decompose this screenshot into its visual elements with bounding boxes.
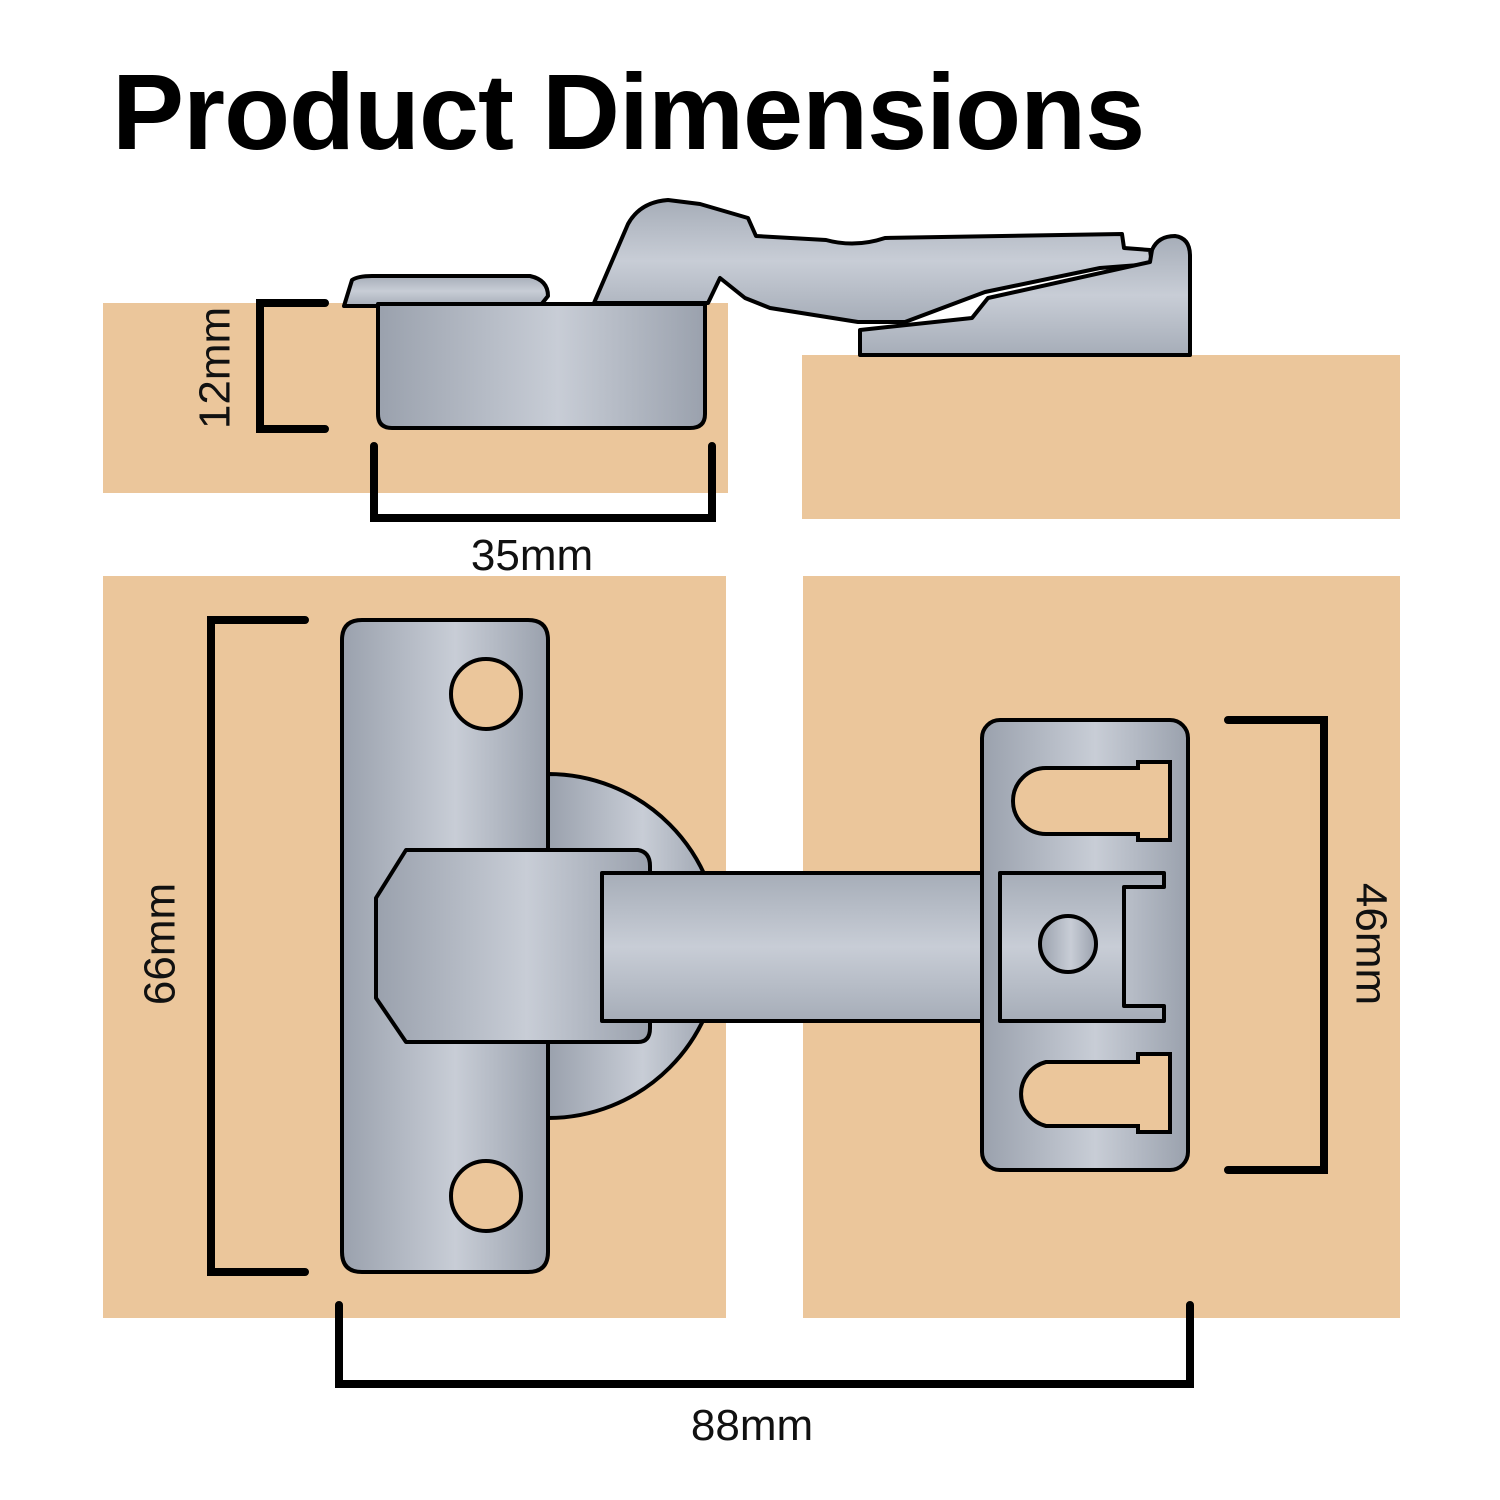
screw-hole-bottom [449,1159,523,1233]
dimension-bracket-66mm [207,616,309,1276]
dimension-bracket-88mm [335,1301,1194,1388]
hinge-cup-side [376,302,707,430]
mounting-plate-front [980,718,1190,1172]
hinge-cup-flange [342,274,550,308]
dimension-label-12mm: 12mm [191,307,240,429]
dimension-label-46mm: 46mm [1346,883,1395,1005]
wood-panel-top-right [802,355,1400,519]
screw-hole-top [449,657,523,731]
dimension-label-66mm: 66mm [136,883,185,1005]
adjust-slot-bottom [1019,1052,1172,1134]
page-title: Product Dimensions [112,51,1145,172]
dimension-label-35mm: 35mm [471,531,593,580]
adjust-slot-top [1011,760,1172,842]
hinge-side-view [342,198,1192,430]
dimension-bracket-46mm [1224,716,1328,1174]
hinge-arm-side [592,198,1154,324]
hinge-knuckle [374,848,652,1044]
mounting-plate-side [858,234,1192,357]
dimension-bracket-35mm [370,442,716,522]
dimension-bracket-12mm [256,299,329,433]
dimension-label-88mm: 88mm [691,1401,813,1450]
adjustment-screw [1038,914,1098,974]
